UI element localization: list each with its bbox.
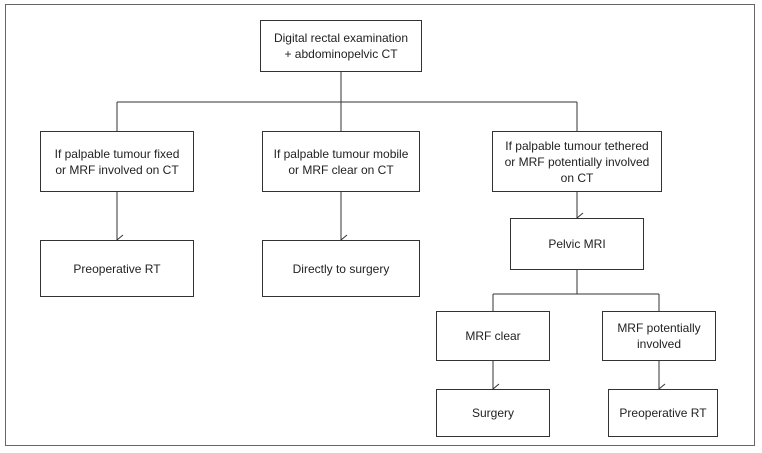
node-preoperative-rt-left: Preoperative RT [40, 240, 194, 297]
node-preoperative-rt-right: Preoperative RT [608, 389, 718, 437]
node-mrf-potentially-involved: MRF potentially involved [602, 311, 716, 361]
node-mobile: If palpable tumour mobile or MRF clear o… [262, 131, 420, 192]
node-start: Digital rectal examination + abdominopel… [260, 20, 422, 72]
node-surgery: Surgery [436, 389, 550, 437]
node-pelvic-mri: Pelvic MRI [510, 218, 644, 270]
node-directly-to-surgery: Directly to surgery [262, 240, 420, 297]
diagram-frame [5, 4, 755, 446]
node-tethered: If palpable tumour tethered or MRF poten… [492, 131, 662, 192]
node-mrf-clear: MRF clear [436, 311, 550, 361]
node-fixed: If palpable tumour fixed or MRF involved… [40, 131, 194, 192]
